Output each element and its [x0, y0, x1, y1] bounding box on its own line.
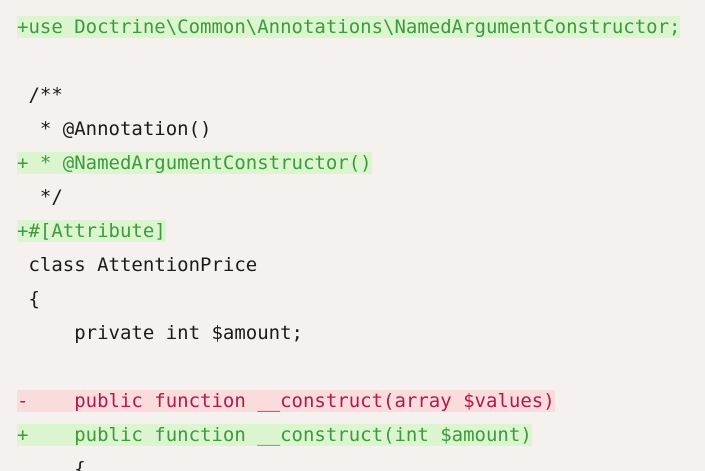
diff-line-text: class AttentionPrice: [17, 254, 258, 276]
diff-line-added: +#[Attribute]: [17, 218, 168, 244]
diff-line-text: {: [17, 458, 86, 471]
diff-line-text: /**: [17, 84, 63, 106]
diff-line-text: * @Annotation(): [17, 118, 212, 140]
diff-line-added: + * @NamedArgumentConstructor(): [17, 150, 374, 176]
diff-line-text: + public function __construct(int $amoun…: [17, 424, 532, 446]
diff-line-blank: [17, 354, 19, 380]
diff-line-context: */: [17, 184, 65, 210]
diff-line-text: +#[Attribute]: [17, 220, 166, 242]
diff-line-context: {: [17, 286, 42, 312]
diff-line-context: class AttentionPrice: [17, 252, 259, 278]
diff-line-text: */: [17, 186, 63, 208]
diff-line-text: - public function __construct(array $val…: [17, 390, 555, 412]
diff-line-context: {: [17, 456, 88, 471]
diff-line-text: + * @NamedArgumentConstructor(): [17, 152, 372, 174]
diff-line-blank: [17, 48, 19, 74]
diff-line-text: {: [17, 288, 40, 310]
diff-line-context: private int $amount;: [17, 320, 305, 346]
diff-line-removed: - public function __construct(array $val…: [17, 388, 557, 414]
diff-line-text: private int $amount;: [17, 322, 303, 344]
diff-line-added: + public function __construct(int $amoun…: [17, 422, 534, 448]
diff-line-added: +use Doctrine\Common\Annotations\NamedAr…: [17, 14, 682, 40]
diff-line-context: * @Annotation(): [17, 116, 213, 142]
diff-line-text: +use Doctrine\Common\Annotations\NamedAr…: [17, 16, 681, 38]
diff-line-context: /**: [17, 82, 65, 108]
